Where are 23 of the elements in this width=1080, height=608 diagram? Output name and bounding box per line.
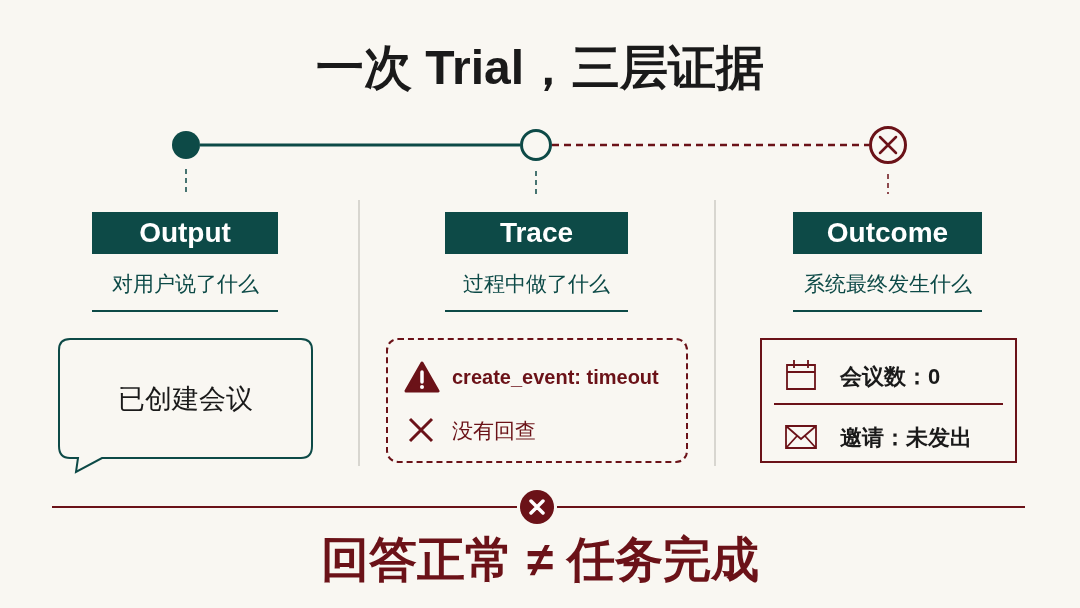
status-text: create_event: timeout [452, 366, 659, 389]
subtitle: 对用户说了什么 [110, 271, 260, 297]
header-band [92, 212, 278, 254]
header-band [793, 212, 982, 254]
connector-line [200, 143, 520, 147]
title: 一次 Trial，三层证据 [314, 40, 766, 96]
header-label: Output [139, 217, 231, 249]
connector-line [535, 170, 537, 195]
subtitle: 系统最终发生什么 [802, 271, 973, 297]
dashed-box [386, 338, 688, 463]
message-text: 已创建会议 [117, 383, 254, 416]
result-text: 会议数：0 [840, 363, 941, 391]
connector-line [185, 168, 187, 195]
header-band [445, 212, 628, 254]
connector-line [887, 173, 889, 195]
header-label: Trace [499, 217, 574, 249]
subtitle: 过程中做了什么 [462, 271, 611, 297]
status-text: 没有回查 [452, 418, 536, 444]
result-box [760, 338, 1017, 463]
result-text: 邀请：未发出 [840, 424, 972, 452]
header-label: Outcome [826, 217, 949, 249]
connector-line [552, 143, 869, 147]
conclusion-text: 回答正常 ≠ 任务完成 [320, 532, 760, 588]
